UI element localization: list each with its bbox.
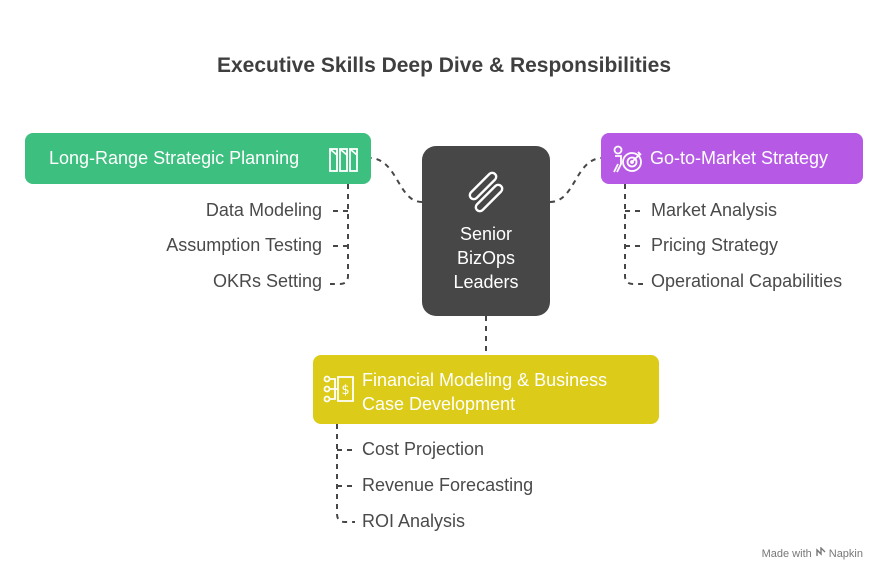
left-item-assumption-testing: Assumption Testing [166, 235, 322, 255]
credit-brand: Napkin [828, 548, 863, 560]
bottom-item-revenue-forecasting: Revenue Forecasting [362, 475, 534, 495]
connector-center-right [549, 157, 602, 203]
branch-label-financial-modeling: Financial Modeling & Business Case Devel… [362, 370, 608, 414]
branch-box-strategic-planning: Long-Range Strategic Planning [25, 133, 371, 184]
money-flow-icon: $ [323, 374, 355, 409]
central-line-3: Leaders [453, 272, 519, 292]
credit-prefix: Made with [761, 548, 812, 560]
central-node: Senior BizOps Leaders [422, 146, 550, 316]
link-chain-icon [462, 168, 510, 221]
bottom-item-cost-projection: Cost Projection [362, 439, 485, 459]
left-item-okrs-setting: OKRs Setting [212, 271, 322, 291]
columns-icon [328, 145, 360, 178]
connector-center-left [370, 157, 423, 203]
svg-text:$: $ [341, 383, 349, 398]
branch-label-go-to-market: Go-to-Market Strategy [650, 148, 829, 168]
central-line-1: Senior [459, 224, 513, 244]
made-with-credit: Made with Napkin [761, 546, 863, 560]
diagram-title: Executive Skills Deep Dive & Responsibil… [216, 54, 671, 77]
branch-box-financial-modeling: $ Financial Modeling & Business Case Dev… [313, 355, 659, 424]
napkin-logo-icon [816, 546, 826, 560]
bracket-bottom [336, 424, 355, 523]
bracket-left [330, 184, 349, 285]
target-person-icon [611, 144, 643, 179]
left-item-data-modeling: Data Modeling [205, 200, 322, 220]
bracket-right [624, 184, 643, 285]
branch-label-strategic-planning: Long-Range Strategic Planning [49, 148, 300, 168]
central-node-label: Senior BizOps Leaders [422, 222, 550, 294]
right-item-pricing-strategy: Pricing Strategy [651, 235, 779, 255]
central-line-2: BizOps [456, 248, 516, 268]
bottom-item-roi-analysis: ROI Analysis [362, 511, 466, 531]
branch-box-go-to-market: Go-to-Market Strategy [601, 133, 863, 184]
right-item-market-analysis: Market Analysis [651, 200, 778, 220]
right-item-operational-capabilities: Operational Capabilities [651, 271, 843, 291]
